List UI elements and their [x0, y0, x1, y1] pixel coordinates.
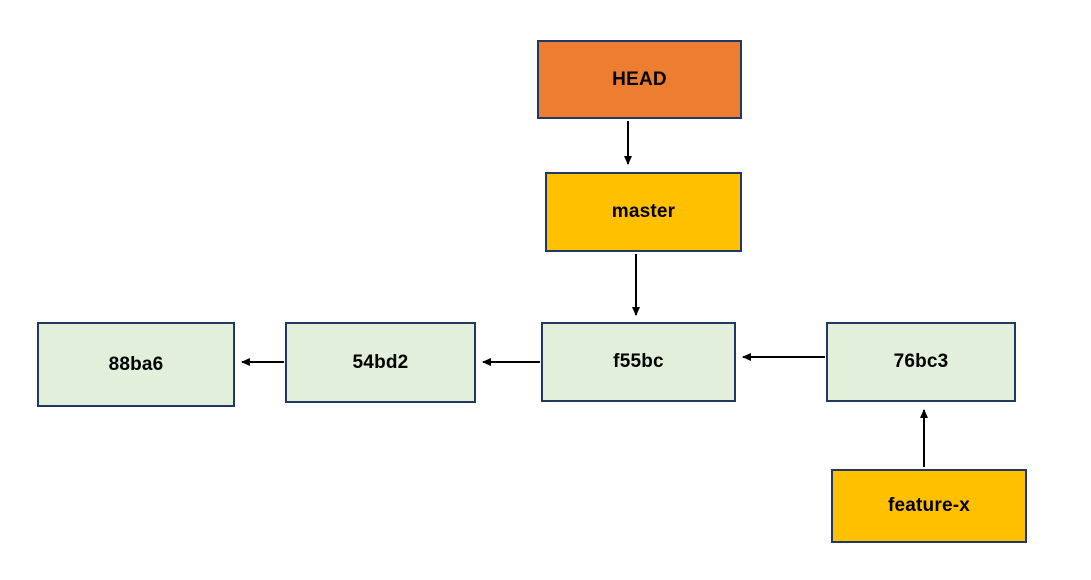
node-commit-54bd2-label: 54bd2	[352, 351, 409, 373]
node-head-label: HEAD	[612, 68, 667, 90]
node-feature-x-branch: feature-x	[831, 469, 1027, 543]
node-head: HEAD	[537, 40, 742, 119]
node-master-branch: master	[545, 172, 742, 252]
node-commit-54bd2: 54bd2	[285, 322, 476, 403]
node-commit-f55bc: f55bc	[541, 322, 736, 402]
node-commit-88ba6-label: 88ba6	[108, 353, 164, 375]
node-feature-x-label: feature-x	[887, 495, 971, 516]
node-commit-88ba6: 88ba6	[37, 322, 235, 407]
node-commit-f55bc-label: f55bc	[613, 351, 664, 372]
node-master-label: master	[611, 201, 676, 222]
node-commit-76bc3-label: 76bc3	[893, 351, 949, 372]
node-commit-76bc3: 76bc3	[826, 322, 1016, 402]
